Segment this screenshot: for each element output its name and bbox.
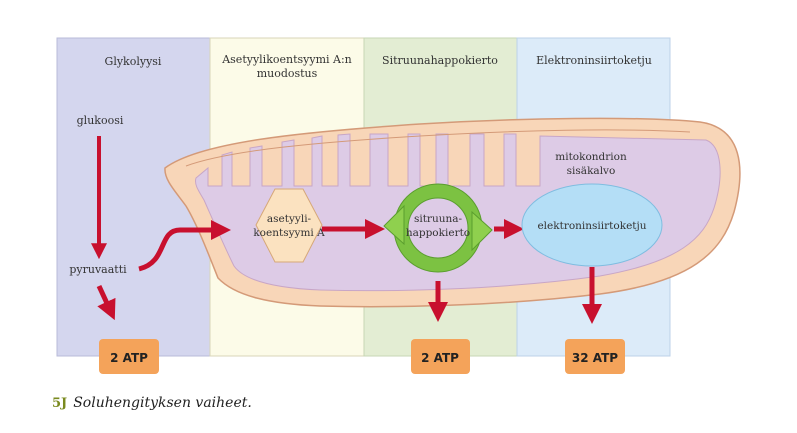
citric-acid-cycle [383,183,493,273]
etc-label: elektroninsiirtoketju [537,220,646,232]
stage-title-acetyl-coa-line2: muodostus [257,67,318,80]
stage-title-etc: Elektroninsiirtoketju [536,54,652,67]
atp-badge-glycolysis [99,339,159,374]
acetyl-coa-hexagon [255,188,323,263]
figure-caption-text: Soluhengityksen vaiheet. [73,395,252,411]
figure-caption: 5J Soluhengityksen vaiheet. [52,395,252,411]
stage-title-acetyl-coa: Asetyylikoentsyymi A:n [221,53,352,66]
glucose-label: glukoosi [77,114,124,127]
figure-number: 5J [52,396,68,411]
atp-badge-etc [565,339,625,374]
citric-acid-label-line2: happokierto [406,227,470,239]
stage-title-citric-acid: Sitruunahappokierto [382,54,498,67]
inner-membrane-label-line2: sisäkalvo [567,165,616,177]
glycolysis-atp-arrow [96,284,116,321]
atp-badge-etc-text: 32 ATP [572,351,618,365]
electron-transport-chain-ellipse [521,183,663,267]
cycle-arrowhead-left [383,204,405,246]
citric-acid-label-line1: sitruuna- [414,213,463,225]
pyruvate-to-acetyl-arrow [138,220,231,272]
atp-badge-citric-text: 2 ATP [421,351,459,365]
inner-membrane-label-line1: mitokondrion [555,151,627,163]
mitochondrion-inner-membrane-top [185,129,691,167]
atp-badge-citric [411,339,470,374]
acetyl-coa-label-line2: koentsyymi A [253,227,325,239]
acetyl-coa-label-line1: asetyyli- [267,213,312,225]
atp-badge-glycolysis-text: 2 ATP [110,351,148,365]
pyruvate-label: pyruvaatti [69,263,127,276]
cycle-arrowhead-right [471,210,493,252]
stage-title-glycolysis: Glykolyysi [105,55,162,68]
